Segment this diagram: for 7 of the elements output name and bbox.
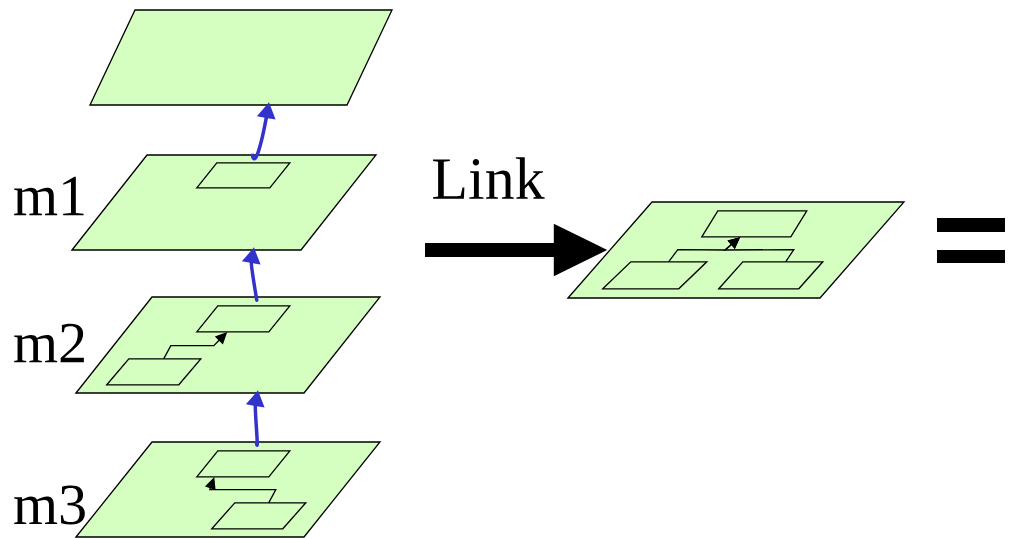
- arrow: [204, 477, 277, 504]
- layer-label: m2: [14, 323, 84, 363]
- layer-label: m1: [14, 176, 84, 216]
- layer-label: m3: [14, 485, 85, 525]
- edge-label: Link: [433, 157, 545, 199]
- arrow: [723, 237, 795, 263]
- layer-plane: [89, 9, 394, 106]
